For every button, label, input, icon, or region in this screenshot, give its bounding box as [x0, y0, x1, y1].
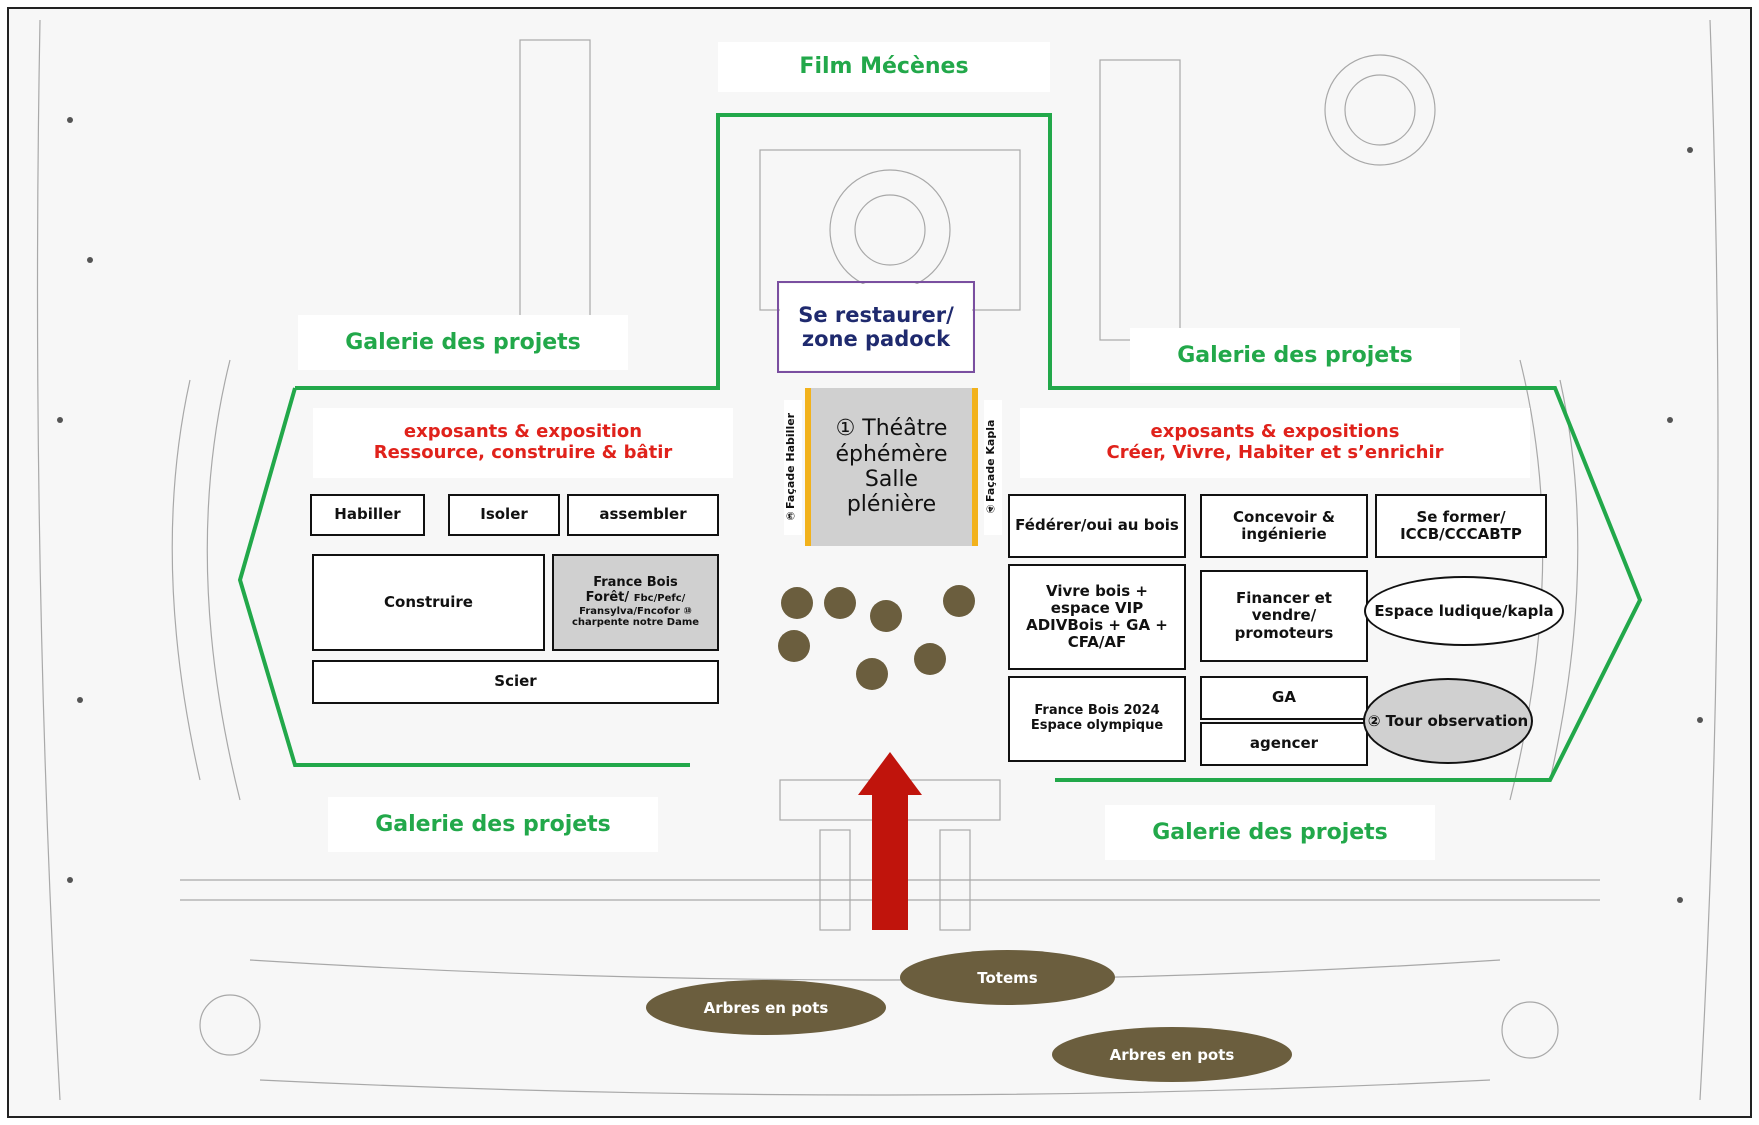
zone-isoler: Isoler: [448, 494, 560, 536]
tree-dot: [824, 587, 856, 619]
totems-marker: Totems: [900, 950, 1115, 1005]
theatre-line-3: Salle: [864, 467, 919, 492]
zone-france-bois-2024: France Bois 2024 Espace olympique: [1008, 676, 1186, 762]
tree-dot: [943, 585, 975, 617]
facade-habiller-label: ③Façade Habiller: [784, 400, 802, 535]
film-mecenes-label: Film Mécènes: [718, 42, 1050, 92]
theatre-ephemere: ① Théâtre éphémère Salle plénière: [811, 388, 972, 546]
france-bois-line-2: Forêt/ Fbc/Pefc/: [585, 590, 686, 606]
expo-right-line-2: Créer, Vivre, Habiter et s’enrichir: [1106, 442, 1444, 463]
zone-financer: Financer et vendre/ promoteurs: [1200, 570, 1368, 662]
facade-kapla-label: ④Façade Kapla: [984, 400, 1002, 535]
france-bois-foret-text: Forêt/: [585, 590, 630, 605]
zone-vivre-bois: Vivre bois + espace VIP ADIVBois + GA + …: [1008, 564, 1186, 670]
tree-dot: [914, 643, 946, 675]
theatre-line-4: plénière: [846, 492, 937, 518]
tree-dot: [856, 658, 888, 690]
restaurer-zone-label: Se restaurer/ zone padock: [780, 284, 972, 370]
theatre-line-1: ① Théâtre: [835, 416, 948, 442]
france-bois-line-4: charpente notre Dame: [571, 617, 700, 629]
zone-agencer: agencer: [1200, 722, 1368, 766]
galerie-label-top-right: Galerie des projets: [1130, 328, 1460, 383]
zone-federer: Fédérer/oui au bois: [1008, 494, 1186, 558]
galerie-label-bottom-right: Galerie des projets: [1105, 805, 1435, 860]
expo-left-heading: exposants & exposition Ressource, constr…: [313, 408, 733, 478]
galerie-label-top-left: Galerie des projets: [298, 315, 628, 370]
expo-left-line-2: Ressource, construire & bâtir: [373, 442, 673, 463]
zone-concevoir: Concevoir & ingénierie: [1200, 494, 1368, 558]
expo-right-line-1: exposants & expositions: [1150, 421, 1400, 443]
france-bois-line-3: Fransylva/Fncofor ⑩: [579, 605, 692, 617]
zone-se-former: Se former/ ICCB/CCCABTP: [1375, 494, 1547, 558]
arbres-en-pots-right: Arbres en pots: [1052, 1027, 1292, 1082]
zone-construire: Construire: [312, 554, 545, 651]
tree-dot: [781, 587, 813, 619]
expo-right-heading: exposants & expositions Créer, Vivre, Ha…: [1020, 408, 1530, 478]
expo-left-line-1: exposants & exposition: [403, 421, 643, 443]
zone-tour-observation: ② Tour observation: [1363, 678, 1533, 764]
zone-assembler: assembler: [567, 494, 719, 536]
arbres-en-pots-left: Arbres en pots: [646, 980, 886, 1035]
zone-espace-ludique: Espace ludique/kapla: [1364, 576, 1564, 646]
zone-scier: Scier: [312, 660, 719, 704]
zone-ga: GA: [1200, 676, 1368, 720]
galerie-label-bottom-left: Galerie des projets: [328, 797, 658, 852]
france-bois-line-1: France Bois: [593, 575, 678, 591]
france-bois-certifs-text: Fbc/Pefc/: [633, 593, 686, 604]
tree-dot: [870, 600, 902, 632]
zone-habiller: Habiller: [310, 494, 425, 536]
theatre-line-2: éphémère: [835, 441, 948, 467]
zone-france-bois-foret: France Bois Forêt/ Fbc/Pefc/ Fransylva/F…: [552, 554, 719, 651]
tree-dot: [778, 630, 810, 662]
